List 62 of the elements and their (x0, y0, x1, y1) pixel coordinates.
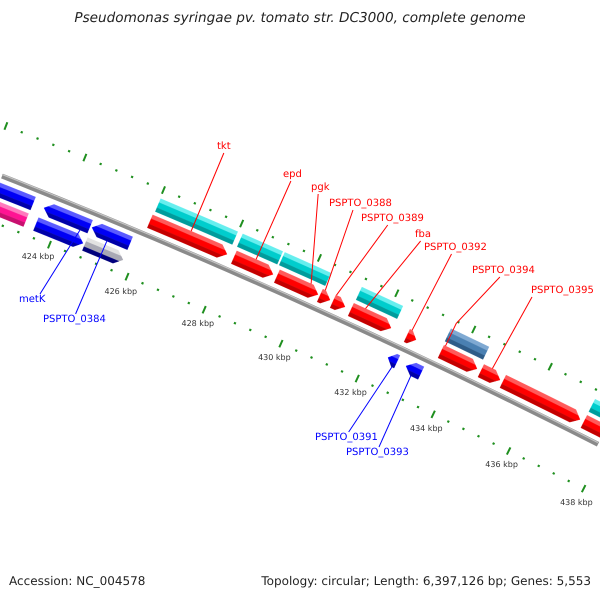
gene-label: metK (19, 294, 46, 306)
feature-bar (0, 201, 29, 227)
tick-label: 432 kbp (334, 388, 367, 398)
leader-line (492, 296, 532, 369)
gene-label: pgk (311, 182, 330, 194)
gene-label: PSPTO_0394 (472, 265, 535, 277)
feature-bar (580, 415, 600, 440)
leader-line (256, 180, 292, 260)
footer-text: Accession: NC_004578 (9, 574, 146, 588)
gene-block (388, 354, 400, 368)
leader-line (365, 240, 422, 310)
gene-label: PSPTO_0391 (315, 432, 378, 444)
gene-label: PSPTO_0393 (346, 447, 409, 459)
feature-bar (155, 198, 238, 245)
gene-block (147, 214, 228, 258)
gene-block (316, 288, 330, 304)
gene-block (82, 237, 124, 264)
leader-line (40, 230, 80, 294)
gene-block (92, 224, 133, 250)
gene-block (348, 303, 392, 332)
tick-label: 434 kbp (410, 424, 443, 434)
leader-line (190, 152, 224, 232)
title: Pseudomonas syringae pv. tomato str. DC3000, complete genome (74, 10, 526, 26)
feature-bar (0, 182, 36, 210)
feature-bar (237, 234, 283, 264)
gene-block (438, 345, 478, 372)
gene-block (33, 217, 84, 247)
tick-label: 428 kbp (182, 319, 214, 330)
leader-line (310, 194, 319, 284)
gene-block (274, 270, 318, 298)
tick-label: 424 kbp (22, 252, 54, 262)
leader-line (75, 240, 108, 314)
feature-bar (444, 328, 490, 360)
leader-line (348, 366, 392, 432)
leader-line (445, 276, 500, 346)
gene-block (500, 374, 580, 422)
gene-block (478, 364, 500, 383)
leader-line (378, 375, 412, 448)
tick-label: 430 kbp (258, 353, 291, 364)
gene-label: fba (415, 229, 431, 241)
gene-label: PSPTO_0392 (424, 242, 487, 254)
gene-label: epd (283, 169, 302, 181)
feature-bar (356, 286, 404, 319)
leader-line (324, 210, 354, 291)
gene-label: PSPTO_0388 (329, 198, 392, 210)
tick-label: 426 kbp (104, 286, 138, 296)
gene-block (404, 329, 416, 344)
gene-label: PSPTO_0384 (43, 314, 106, 326)
gene-block (44, 204, 93, 234)
gene-block (406, 362, 424, 380)
gene-label: PSPTO_0395 (531, 285, 594, 297)
gene-label: PSPTO_0389 (361, 213, 424, 225)
tick-label: 436 kbp (485, 460, 518, 470)
feature-bar (279, 252, 332, 286)
gene-label: tkt (217, 141, 231, 153)
footer-text: Topology: circular; Length: 6,397,126 bp; Genes: 5,553 (261, 574, 591, 588)
leader-line (412, 254, 452, 331)
feature-bar (588, 399, 600, 419)
gene-block (330, 294, 346, 310)
tick-label: 438 kbp (560, 498, 593, 508)
gene-block (231, 250, 274, 278)
leader-line (336, 224, 388, 296)
